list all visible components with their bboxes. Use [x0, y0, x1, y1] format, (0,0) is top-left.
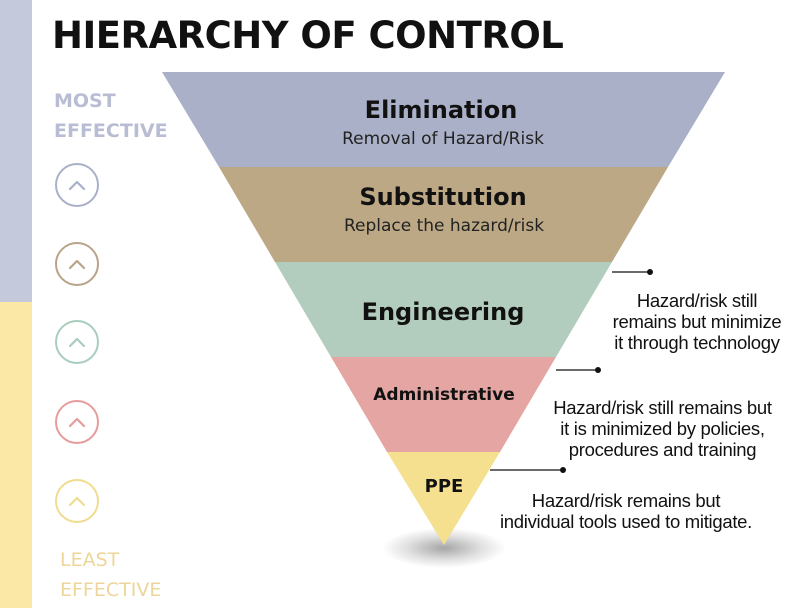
ppe-note: Hazard/risk remains but individual tools… [480, 490, 772, 532]
engineering-note: Hazard/risk still remains but minimize i… [588, 290, 806, 353]
chevron-up-icon [68, 259, 86, 270]
elimination-subtitle: Removal of Hazard/Risk [342, 129, 544, 149]
administrative-chevron-circle [55, 400, 99, 444]
chevron-up-icon [68, 180, 86, 191]
side-bar-most-effective [0, 0, 32, 302]
ppe-band [387, 452, 500, 545]
elimination-title: Elimination [364, 96, 518, 124]
engineering-note-line: Hazard/risk still [636, 290, 758, 311]
ppe-note-line: Hazard/risk remains but [531, 490, 721, 511]
least-effective-label: LEAST EFFECTIVE [60, 545, 200, 605]
chevron-up-icon [68, 496, 86, 507]
most-effective-label: MOST EFFECTIVE [54, 86, 194, 146]
most-label-line-1: MOST [54, 90, 116, 112]
engineering-note-line: it through technology [614, 332, 780, 353]
chevron-up-icon [68, 337, 86, 348]
side-bar-least-effective [0, 302, 32, 608]
administrative-connector-dot [595, 367, 601, 373]
least-label-line-1: LEAST [60, 549, 120, 571]
engineering-band [275, 262, 612, 357]
chevron-up-icon [68, 417, 86, 428]
substitution-band [219, 167, 668, 262]
engineering-title: Engineering [361, 298, 525, 326]
ppe-connector-dot [560, 467, 566, 473]
substitution-subtitle: Replace the hazard/risk [343, 216, 545, 236]
substitution-chevron-circle [55, 242, 99, 286]
administrative-title: Administrative [373, 385, 515, 405]
ppe-chevron-circle [55, 479, 99, 523]
elimination-band [162, 72, 725, 167]
administrative-note-line: procedures and training [568, 439, 757, 460]
least-label-line-2: EFFECTIVE [60, 579, 162, 601]
engineering-connector-dot [647, 269, 653, 275]
most-label-line-2: EFFECTIVE [54, 120, 168, 142]
page-title: HIERARCHY OF CONTROL [52, 14, 564, 57]
engineering-chevron-circle [55, 320, 99, 364]
elimination-chevron-circle [55, 163, 99, 207]
administrative-note-line: Hazard/risk still remains but [553, 397, 772, 418]
administrative-band [331, 357, 556, 452]
administrative-note-line: it is minimized by policies, [560, 418, 765, 439]
ppe-note-line: individual tools used to mitigate. [499, 511, 753, 532]
engineering-note-line: remains but minimize [612, 311, 782, 332]
pyramid-tip-shadow [382, 528, 506, 568]
ppe-title: PPE [424, 476, 464, 497]
substitution-title: Substitution [359, 183, 527, 211]
administrative-note: Hazard/risk still remains but it is mini… [530, 397, 795, 460]
